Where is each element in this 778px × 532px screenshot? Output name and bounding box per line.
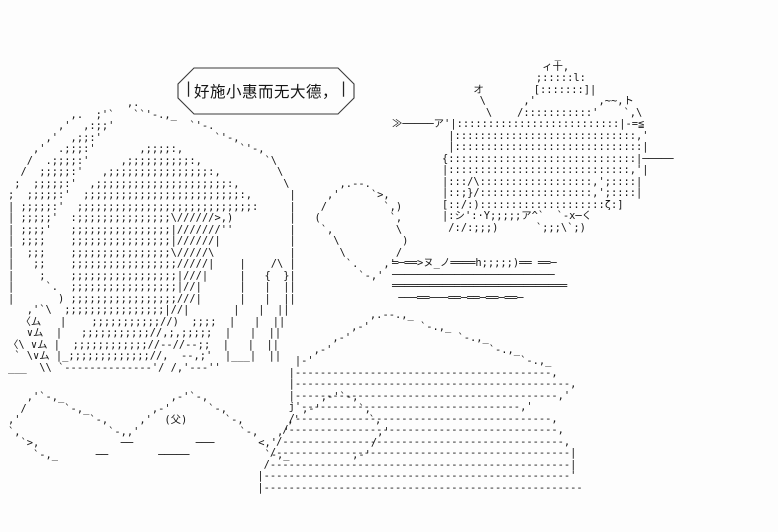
- dialogue-text: 好施小惠而无大德，: [193, 83, 338, 101]
- ascii-art-foreground-terrain: ,.--.,_ ,-' `-.,_ ,-' `-.,_ ,-': [257, 309, 583, 494]
- ascii-art-left-lower-detail: ,'`\ ;;;;;;;;;;;;;;;;|//| | | || 〈ム | ;;…: [8, 304, 290, 374]
- speech-bubble-border: [177, 67, 355, 115]
- ascii-art-right-waves: ═─══>ヌ_ノ════h;;;;;)══ ══─ ──────────────…: [392, 257, 568, 304]
- speech-bubble: | | 好施小惠而无大德，: [176, 66, 356, 116]
- ascii-art-bottom-ridge: ,'`-,_ ,-'`-, ,-'`-, / `-,_ ,-' `-, ,-' …: [8, 391, 390, 461]
- speech-bubble-right-pipe: |: [338, 79, 348, 97]
- speech-bubble-left-pipe: |: [184, 79, 194, 97]
- ascii-art-left-landscape: ,. ,. ;'` ``'-.,_ ,' ,:;;' `'-. ,' ,;;:': [8, 97, 409, 305]
- ascii-art-right-castle: _ ィ十, ;:::::l: オ [::::: [392, 49, 674, 234]
